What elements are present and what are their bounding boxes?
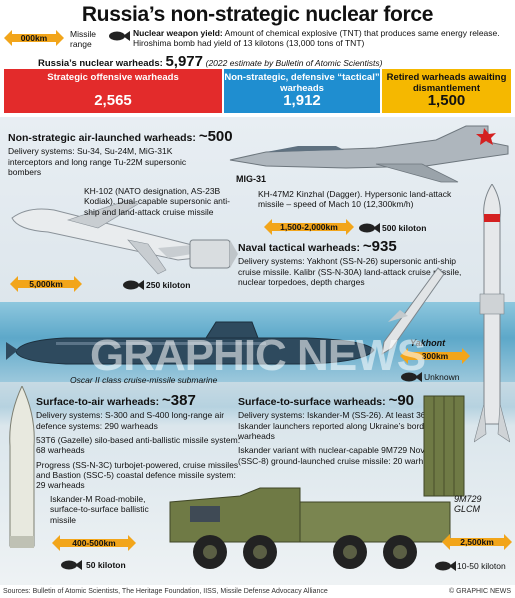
sam-text-1: Delivery systems: S-300 and S-400 long-r… [36, 410, 225, 431]
iskander-label: Iskander-M Road-mobile, surface-to-surfa… [50, 494, 149, 525]
bar-strategic-label: Strategic offensive warheads [47, 72, 179, 83]
mig31-label: MIG-31 [236, 174, 267, 184]
bar-retired-value: 1,500 [427, 92, 466, 109]
footer-credit: © GRAPHIC NEWS [449, 588, 511, 595]
air-count: ~500 [198, 128, 233, 145]
kh102-text: KH-102 (NATO designation, AS-23B Kodiak)… [84, 186, 230, 217]
submarine-illustration [6, 321, 375, 365]
glcm-range: 2,500km [460, 537, 494, 547]
yakhont-missile-illustration [381, 267, 444, 355]
bar-tactical: Non-strategic, defensive “tactical” warh… [224, 69, 380, 113]
bar-strategic-value: 2,565 [94, 92, 132, 109]
kh102-yield: 250 kiloton [146, 280, 191, 290]
air-heading-label: Non-strategic air-launched warheads: [8, 132, 196, 144]
ssm-heading-label: Surface-to-surface warheads: [238, 396, 386, 408]
kinzhal-missile-illustration [189, 239, 238, 269]
naval-section: Naval tactical warheads: ~935 Delivery s… [238, 238, 474, 287]
naval-delivery-text: Delivery systems: Yakhont (SS-N-26) supe… [238, 256, 462, 288]
bar-tactical-value: 1,912 [283, 92, 321, 109]
naval-heading: Naval tactical warheads: ~935 [238, 238, 474, 256]
bar-strategic: Strategic offensive warheads 2,565 [4, 69, 222, 113]
glcm-range-arrow-icon [442, 534, 512, 550]
legend-yield-title: Nuclear weapon yield: [133, 28, 223, 38]
kinzhal-range-arrow-icon [264, 219, 354, 235]
iskander-yield: 50 kiloton [86, 560, 126, 570]
ssm-text-1: Delivery systems: Iskander-M (SS-26). At… [238, 410, 446, 442]
bar-retired-label: Retired warheads awaiting dismantlement [386, 72, 507, 94]
kh102-bomb-icon [123, 280, 144, 290]
bar-tactical-label: Non-strategic, defensive “tactical” warh… [224, 72, 380, 94]
yakhont-yield: Unknown [424, 372, 460, 382]
kinzhal-range: 1,500-2,000km [280, 222, 338, 232]
bar-retired: Retired warheads awaiting dismantlement … [382, 69, 511, 113]
air-section: Non-strategic air-launched warheads: ~50… [8, 128, 238, 177]
glcm-yield: 10-50 kiloton [457, 561, 506, 571]
iskander-range-arrow-icon [52, 535, 136, 551]
kh102-range-arrow-icon [10, 276, 82, 292]
kinzhal-yield: 500 kiloton [382, 223, 427, 233]
iskander-bomb-icon [61, 560, 82, 570]
sam-text-3: Progress (SS-N-3C) turbojet-powered, cru… [36, 459, 239, 491]
kalibr-missile-illustration [474, 184, 510, 443]
sam-text-2: 53T6 (Gazelle) silo-based anti-ballistic… [36, 435, 241, 456]
kh102-range: 5,000km [29, 279, 63, 289]
ssm-text-2: Iskander variant with nuclear-capable 9M… [238, 445, 442, 466]
bomb-icon [109, 31, 130, 41]
stockpile-note: (2022 estimate by Bulletin of Atomic Sci… [205, 58, 383, 68]
stockpile-line: Russia’s nuclear warheads: 5,977 (2022 e… [38, 53, 382, 71]
air-delivery-text: Delivery systems: Su-34, Su-24M, MiG-31K… [8, 146, 187, 178]
launcher-truck-illustration [169, 395, 465, 569]
mig31-jet-illustration [229, 125, 509, 183]
naval-heading-label: Naval tactical warheads: [238, 242, 360, 254]
sam-heading: Surface-to-air warheads: ~387 [36, 392, 244, 410]
legend-yield-text: Amount of chemical explosive (TNT) that … [133, 28, 500, 49]
sam-section: Surface-to-air warheads: ~387 Delivery s… [36, 392, 244, 491]
stockpile-value: 5,977 [165, 53, 203, 70]
kinzhal-bomb-icon [359, 223, 380, 233]
stockpile-label: Russia’s nuclear warheads: [38, 58, 163, 69]
kinzhal-text: KH-47M2 Kinzhal (Dagger). Hypersonic lan… [258, 189, 452, 210]
air-heading: Non-strategic air-launched warheads: ~50… [8, 128, 238, 146]
footer: Sources: Bulletin of Atomic Scientists, … [0, 586, 515, 598]
glcm-bomb-icon [435, 561, 456, 571]
iskander-range: 400-500km [72, 538, 116, 548]
page-title: Russia’s non-strategic nuclear force [81, 3, 434, 26]
ssm-heading: Surface-to-surface warheads: ~90 [238, 392, 460, 410]
sam-heading-label: Surface-to-air warheads: [36, 396, 160, 408]
submarine-label: Oscar II class cruise-missile submarine [70, 375, 218, 385]
ssm-section: Surface-to-surface warheads: ~90 Deliver… [238, 392, 460, 466]
yakhont-label: Yakhont [410, 338, 446, 348]
kh102-missile-illustration [11, 199, 204, 275]
yakhont-range-arrow-icon [400, 348, 470, 364]
legend-range-value: 000km [20, 33, 48, 43]
sam-count: ~387 [162, 392, 196, 409]
range-arrow-icon [4, 30, 64, 46]
yakhont-bomb-icon [401, 372, 422, 382]
yakhont-range: 300km [421, 351, 449, 361]
naval-count: ~935 [362, 238, 397, 255]
iskander-missile-illustration [9, 386, 35, 548]
legend-yield: Nuclear weapon yield: Amount of chemical… [133, 28, 511, 48]
ssm-count: ~90 [388, 392, 415, 409]
glcm-label: 9M729 GLCM [454, 494, 482, 515]
footer-sources: Sources: Bulletin of Atomic Scientists, … [3, 588, 328, 595]
legend-range-label: Missile range [70, 29, 96, 50]
